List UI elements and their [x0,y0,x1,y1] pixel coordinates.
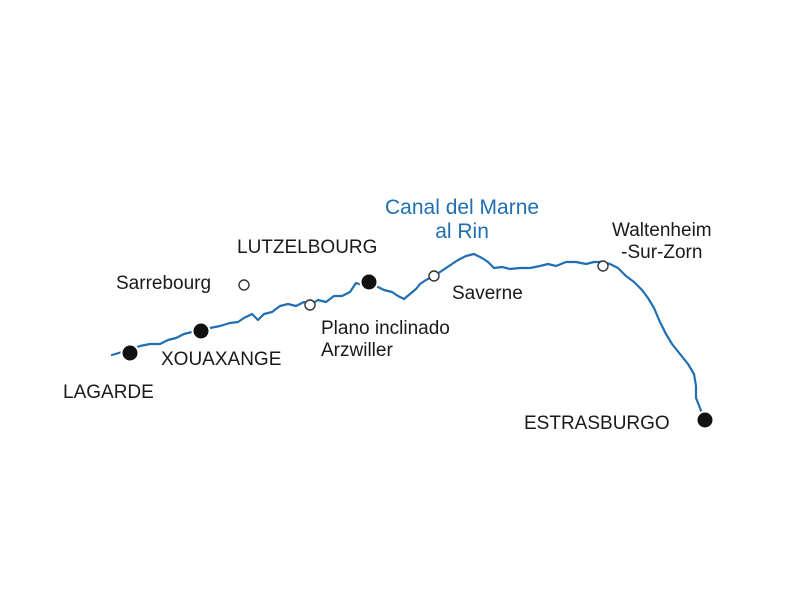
place-label-lagarde: LAGARDE [63,382,154,403]
place-label-plano-inclinado: Plano inclinado Arzwiller [321,318,450,362]
stop-marker-lagarde [120,343,140,363]
canal-route-line [110,252,706,422]
place-label-plano-line2: Arzwiller [321,340,393,361]
place-label-lutzelbourg: LUTZELBOURG [237,237,378,258]
place-label-saverne: Saverne [452,283,523,304]
canal-name-line1: Canal del Marne [385,196,540,219]
place-label-plano-line1: Plano inclinado [321,318,450,339]
stop-marker-estrasburgo [695,410,715,430]
place-marker-saverne [428,270,440,282]
canal-name-label: Canal del Marne al Rin [385,196,539,244]
place-label-xouaxange: XOUAXANGE [161,349,282,370]
canal-name-line2: al Rin [435,220,489,243]
place-label-waltenheim-line2: -Sur-Zorn [621,242,703,263]
stop-marker-xouaxange [191,321,211,341]
place-label-waltenheim-line1: Waltenheim [612,220,712,241]
place-label-estrasburgo: ESTRASBURGO [524,413,670,434]
place-marker-plano-inclinado [304,299,316,311]
place-label-sarrebourg: Sarrebourg [116,273,212,294]
place-marker-waltenheim [597,260,609,272]
place-marker-sarrebourg [238,279,250,291]
stop-marker-lutzelbourg [359,272,379,292]
place-label-waltenheim: Waltenheim -Sur-Zorn [612,220,712,264]
